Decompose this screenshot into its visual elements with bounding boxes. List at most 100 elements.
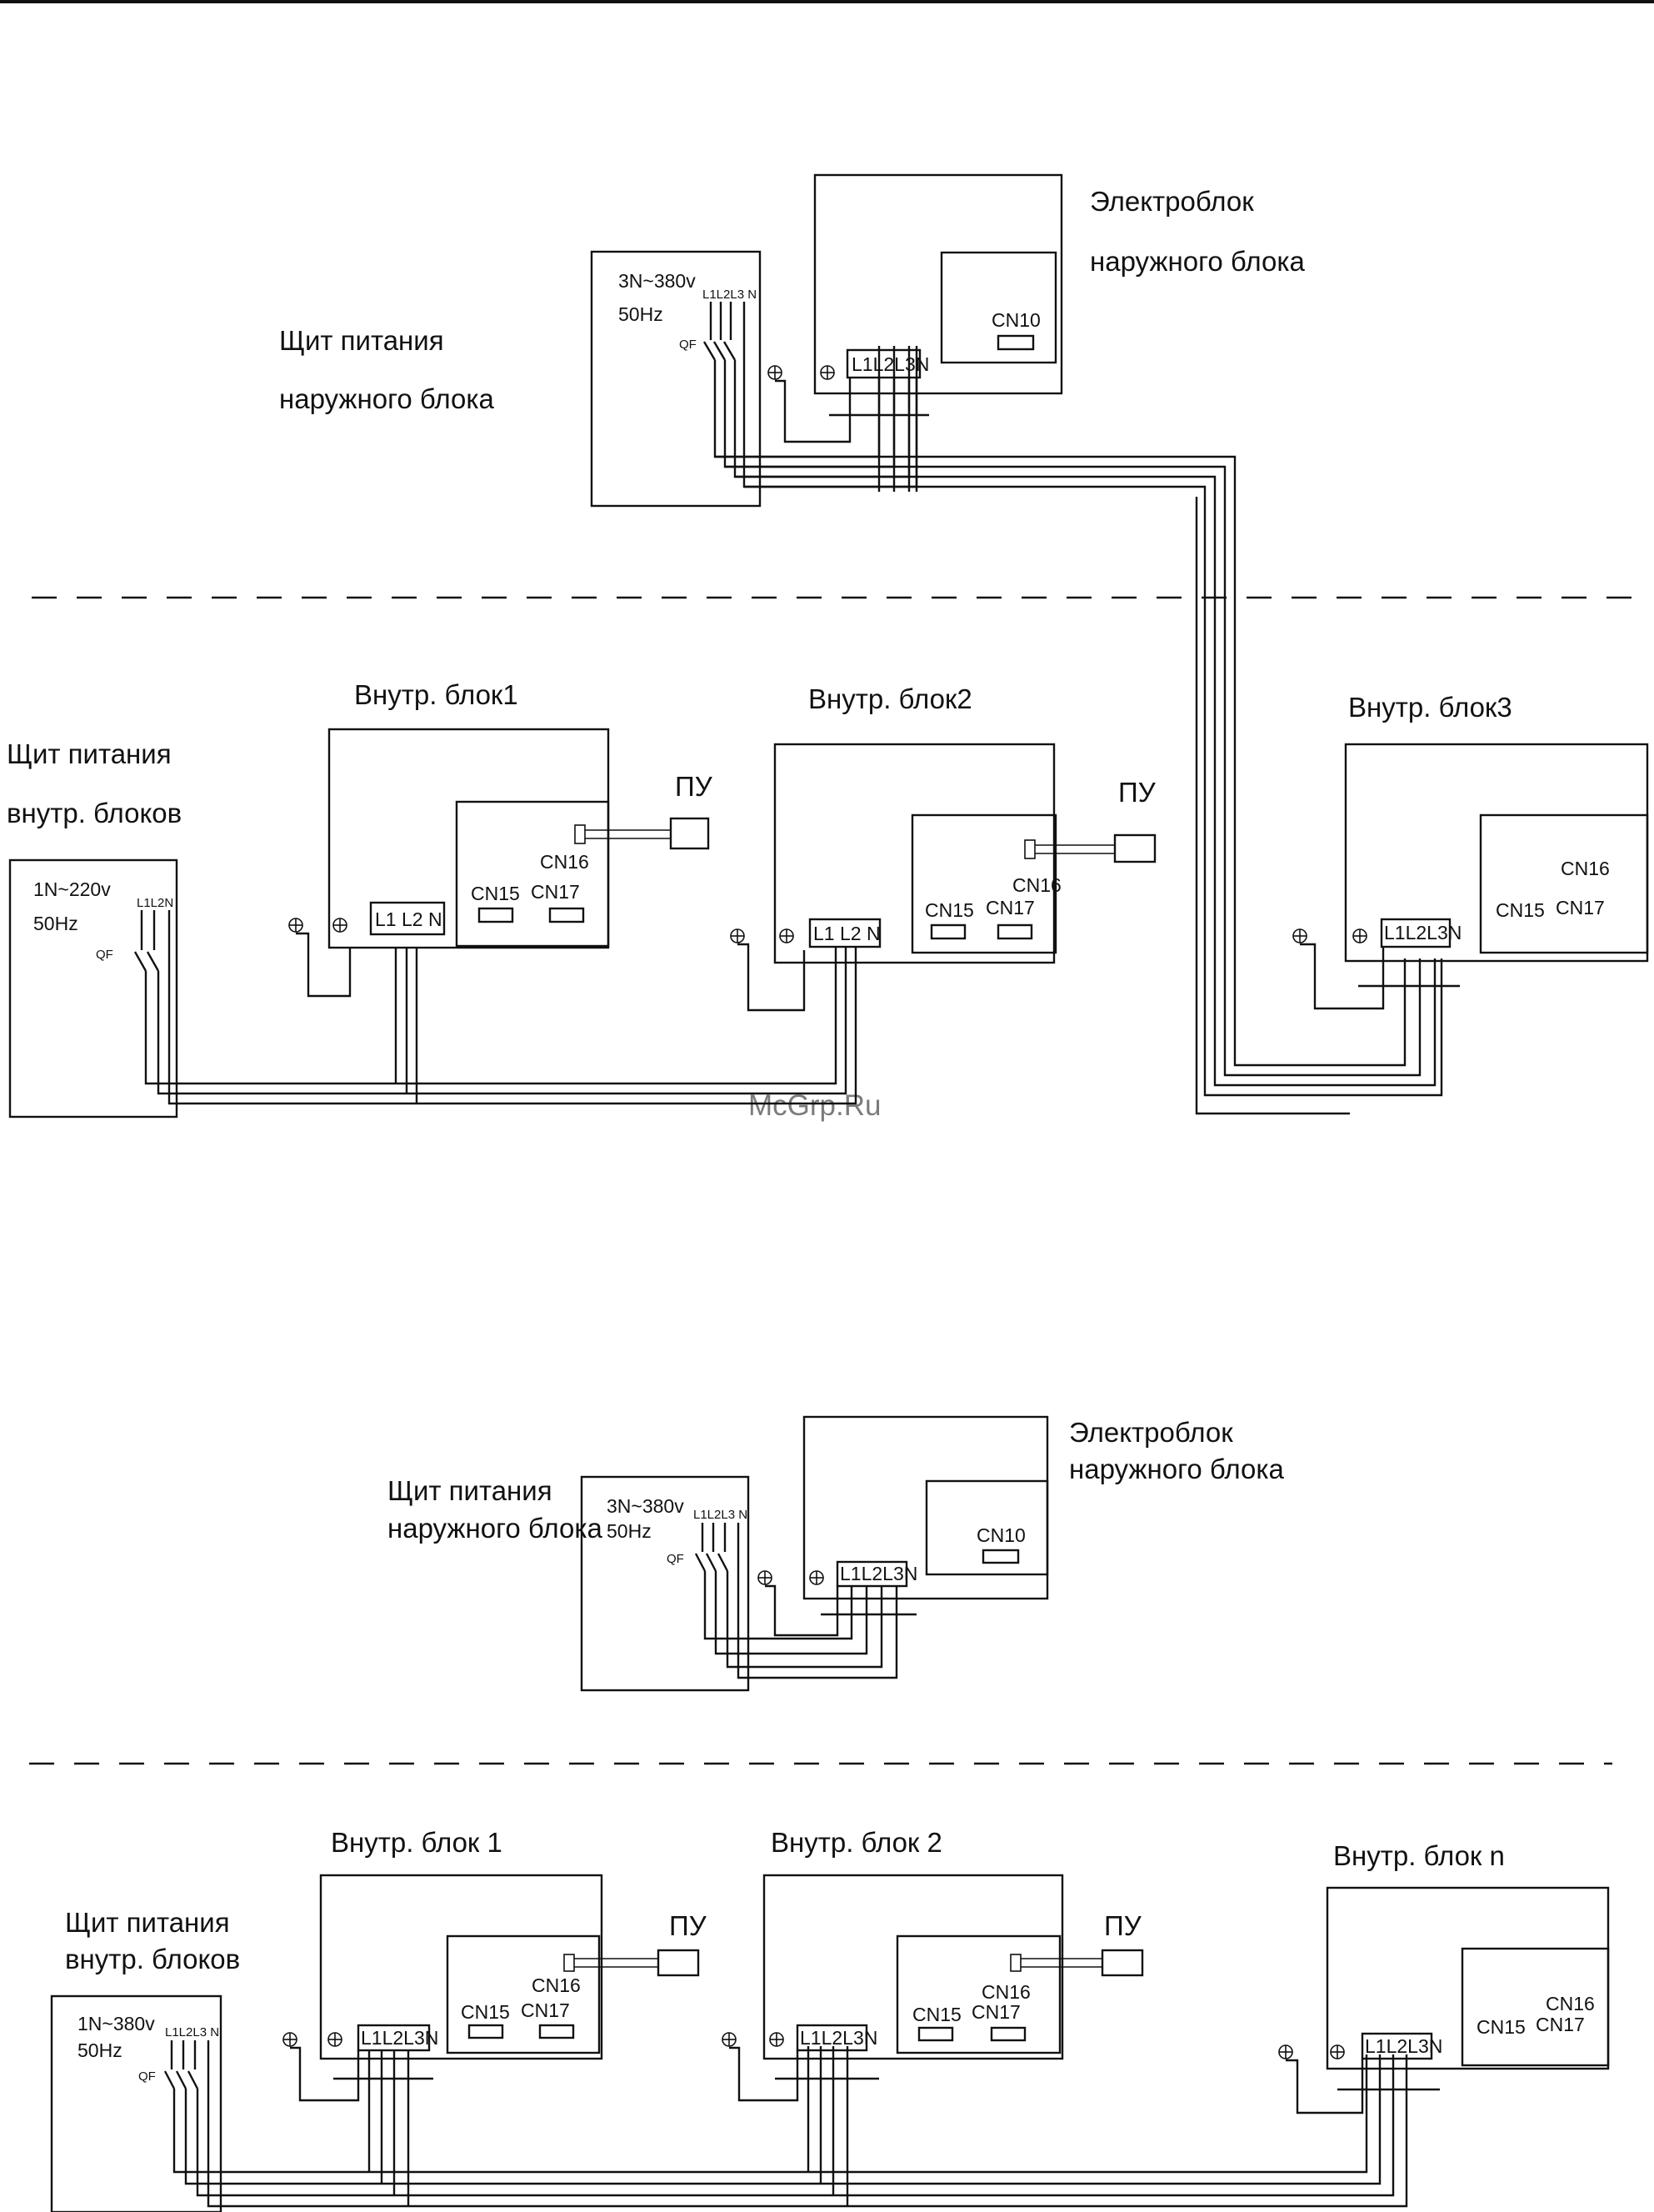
top-unit1-cn17-label: CN17	[531, 881, 580, 903]
top-unit2-cn16-connector	[1024, 839, 1036, 859]
bottom-indoor-panel-label-2: внутр. блоков	[65, 1944, 240, 1974]
top-unit3-title: Внутр. блок3	[1348, 692, 1512, 723]
ground-icon	[282, 2032, 297, 2047]
bottom-outdoor-terminal-label: L1L2L3N	[840, 1563, 917, 1584]
bottom-unit2-terminal-block	[796, 2024, 868, 2052]
bottom-outdoor-supply-1: 3N~380v	[607, 1495, 684, 1517]
top-outdoor-to-unit3-wires	[715, 455, 1443, 1115]
top-outdoor-unit-box	[813, 173, 1063, 395]
bottom-indoor-phase-labels: L1L2L3 N	[165, 2025, 219, 2039]
top-outdoor-power-panel: Щит питания наружного блока 3N~380v 50Hz…	[279, 250, 918, 508]
bottom-outdoor-supply-2: 50Hz	[607, 1520, 652, 1542]
top-indoor-phase-labels: L1L2N	[137, 896, 173, 910]
top-outdoor-panel-label-1: Щит питания	[279, 325, 444, 356]
bottom-outdoor-power-panel: Щит питания наружного блока 3N~380v 50Hz…	[387, 1475, 898, 1692]
top-unit1-terminal-block	[369, 901, 446, 936]
top-indoor-panel-box	[8, 858, 178, 1119]
bottom-unit2-remote-label: ПУ	[1104, 1910, 1142, 1941]
bottom-indoor-unit-2: Внутр. блок 2 CN16 CN15 CN17 ПУ L1L2L3N	[722, 1827, 1144, 2102]
top-unit2-cn17-label: CN17	[986, 897, 1035, 918]
bottom-outdoor-terminal-block	[836, 1560, 908, 1588]
bottom-outdoor-panel-wires	[703, 1567, 898, 1679]
top-unit1-cn15-connector	[477, 907, 514, 923]
ground-icon	[779, 928, 794, 943]
bottom-outdoor-unit-label-1: Электроблок	[1069, 1417, 1233, 1448]
bottom-indoor-supply-wires	[172, 2046, 1408, 2208]
top-indoor-unit-1: Внутр. блок1 CN16 CN15 CN17 ПУ L1 L2 N	[288, 679, 713, 998]
bottom-unitn-title: Внутр. блок n	[1333, 1840, 1505, 1871]
top-indoor-panel-label-2: внутр. блоков	[7, 798, 182, 828]
top-unit2-cn15-label: CN15	[925, 899, 974, 921]
top-indoor-supply-2: 50Hz	[33, 913, 78, 934]
bottom-indoor-unit-1: Внутр. блок 1 CN16 CN15 CN17 ПУ L1L2L3N	[282, 1827, 707, 2102]
top-indoor-power-panel: Щит питания внутр. блоков 1N~220v 50Hz L…	[7, 738, 857, 1119]
ground-icon	[730, 928, 745, 943]
bottom-unitn-control-board	[1461, 1947, 1610, 2067]
top-unit3-control-board	[1479, 813, 1649, 954]
top-unit2-remote-controller	[1113, 833, 1157, 863]
top-unit3-terminal-label: L1L2L3N	[1384, 922, 1462, 943]
bottom-unitn-terminal-label: L1L2L3N	[1365, 2035, 1442, 2057]
top-unit3-cn15-label: CN15	[1496, 899, 1545, 921]
top-unit1-cn17-connector	[548, 907, 585, 923]
top-unit1-control-board	[455, 800, 610, 948]
bottom-unitn-cn17-label: CN17	[1536, 2014, 1585, 2035]
top-indoor-supply-wires	[144, 947, 857, 1105]
top-indoor-breaker-switch	[133, 910, 171, 972]
bottom-unitn-cn16-label: CN16	[1546, 1993, 1595, 2014]
top-unit3-cn16-label: CN16	[1561, 858, 1610, 879]
bottom-unitn-terminal-block	[1361, 2032, 1433, 2060]
bottom-unit1-cn16-connector	[563, 1954, 575, 1972]
bottom-outdoor-panel-box	[580, 1475, 750, 1692]
bottom-outdoor-unit-label-2: наружного блока	[1069, 1454, 1284, 1484]
top-outdoor-unit-feed-wires	[877, 378, 918, 492]
bottom-indoor-supply-1: 1N~380v	[77, 2013, 155, 2034]
bottom-unit2-control-board	[896, 1934, 1062, 2054]
bottom-unit1-cn17-connector	[538, 2024, 575, 2039]
top-unit2-title: Внутр. блок2	[808, 683, 972, 714]
bottom-indoor-breaker-switch	[163, 2040, 210, 2089]
top-unit2-control-board	[911, 813, 1057, 954]
bottom-unitn-cn15-label: CN15	[1477, 2016, 1526, 2038]
ground-icon	[1278, 2044, 1293, 2059]
top-outdoor-panel-label-2: наружного блока	[279, 383, 494, 414]
bottom-outdoor-panel-label-1: Щит питания	[387, 1475, 552, 1506]
top-outdoor-terminal-block	[846, 348, 922, 379]
ground-icon	[820, 365, 835, 380]
ground-icon	[332, 918, 347, 933]
bottom-unit2-cn15-connector	[917, 2026, 954, 2042]
top-unit2-terminal-label: L1 L2 N	[813, 923, 881, 944]
bottom-cn10-label: CN10	[977, 1524, 1026, 1546]
bottom-unit1-title: Внутр. блок 1	[331, 1827, 502, 1858]
top-outdoor-breaker-switch	[702, 302, 746, 361]
top-outdoor-phase-labels: L1L2L3 N	[702, 288, 757, 302]
bottom-unit1-cn16-label: CN16	[532, 1974, 581, 1996]
ground-icon	[1292, 928, 1307, 943]
bottom-indoor-breaker-label: QF	[138, 2069, 156, 2084]
top-indoor-unit-3: Внутр. блок3 CN16 CN15 CN17 L1L2L3N	[1292, 692, 1649, 1010]
top-unit1-cn16-label: CN16	[540, 851, 589, 873]
bottom-outdoor-unit: CN10 Электроблок наружного блока L1L2L3N	[757, 1415, 1284, 1637]
bottom-outdoor-breaker-switch	[694, 1523, 740, 1572]
top-outdoor-breaker-label: QF	[679, 338, 697, 352]
bottom-indoor-power-panel: Щит питания внутр. блоков 1N~380v 50Hz L…	[50, 1907, 1408, 2212]
top-outdoor-supply-2: 50Hz	[618, 303, 663, 325]
bottom-outdoor-control-board	[925, 1479, 1049, 1576]
top-outdoor-terminal-label: L1L2L3N	[852, 353, 929, 375]
top-outdoor-control-board	[940, 251, 1057, 364]
top-indoor-unit-2: Внутр. блок2 CN16 CN15 CN17 ПУ L1 L2 N	[730, 683, 1157, 1012]
bottom-unit1-cn15-connector	[467, 2024, 504, 2039]
top-unit3-terminal-block	[1380, 918, 1452, 948]
top-diagram: Щит питания наружного блока 3N~380v 50Hz…	[7, 173, 1649, 1119]
ground-icon	[757, 1570, 772, 1585]
ground-icon	[1352, 928, 1367, 943]
bottom-unit2-cn16-connector	[1010, 1954, 1022, 1972]
top-unit2-cn17-connector	[997, 923, 1033, 940]
top-outdoor-unit-label-1: Электроблок	[1090, 186, 1254, 217]
bottom-indoor-supply-2: 50Hz	[77, 2039, 122, 2061]
top-unit1-terminal-label: L1 L2 N	[375, 908, 442, 930]
bottom-unit1-terminal-block	[357, 2024, 431, 2052]
top-outdoor-unit-label-2: наружного блока	[1090, 246, 1305, 277]
top-indoor-panel-label-1: Щит питания	[7, 738, 172, 769]
